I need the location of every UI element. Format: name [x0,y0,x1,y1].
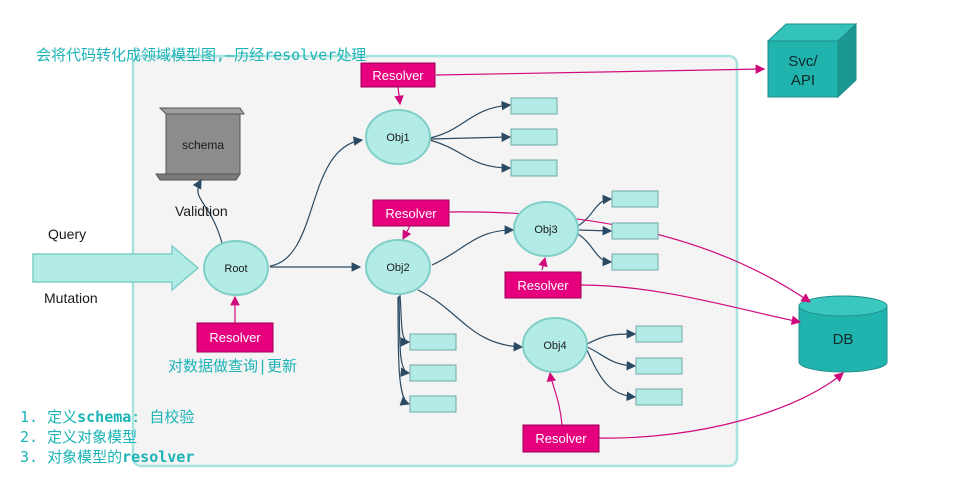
resolver-label: Resolver [517,278,569,293]
edge-obj1-f1 [429,100,512,139]
obj3-node [513,201,579,257]
step-1: 1. 定义schema: 自校验 [20,406,194,427]
resolver-box-root: Resolver [196,322,274,353]
resolver-label: Resolver [385,206,437,221]
edge-obj3-f2 [577,225,613,236]
header-caption: 会将代码转化成领域模型图,—历经resolver处理 [36,46,367,64]
mutation-label: Mutation [44,290,98,306]
field-box [510,128,558,146]
edge-obj1-f2 [429,132,512,143]
step-2: 2. 定义对象模型 [20,426,137,447]
db-label: DB [833,331,854,348]
edge-root-schema [192,178,223,244]
step-code: schema [77,408,132,426]
edge-obj2-f2 [398,295,411,377]
step-code: resolver [122,448,195,466]
obj1-label: Obj1 [386,132,409,144]
resolver-box-obj2: Resolver [372,199,450,227]
step-suffix: : 自校验 [131,408,195,426]
step-prefix: 定义对象模型 [47,428,138,446]
svc-api-node: Svc/ API [766,22,858,99]
edge-resolver1-obj1 [394,86,404,106]
schema-label: schema [182,138,224,152]
edge-obj4-f1 [586,329,637,345]
field-box [635,325,683,343]
field-box [409,395,457,413]
field-box [611,190,659,208]
field-box [635,357,683,375]
validation-label: Validtion [175,203,228,219]
obj3-label: Obj3 [534,224,557,236]
schema-scroll: schema [155,107,245,181]
resolver-label: Resolver [535,431,587,446]
edge-obj4-f2 [586,346,637,371]
field-box [611,253,659,271]
root-label: Root [224,263,247,275]
edge-obj2-obj4 [417,289,524,352]
obj2-node [365,239,431,295]
edge-obj3-f1 [577,194,613,227]
obj4-label: Obj4 [543,340,566,352]
root-node [203,240,269,296]
edge-resolver4-obj4 [546,371,563,426]
edge-resolver4-db [597,372,844,439]
query-label: Query [48,226,86,242]
step-number: 1. [20,408,39,426]
edge-resolver2-obj2 [402,225,412,241]
edge-resolver3-obj3 [538,256,548,271]
step-prefix: 定义 [47,408,78,426]
edge-obj4-f3 [586,349,637,402]
obj1-node [365,109,431,165]
field-box [510,159,558,177]
edge-obj1-f3 [429,139,512,173]
edge-obj2-obj3 [431,225,515,266]
resolver-box-obj4: Resolver [522,424,600,453]
input-arrow [32,244,200,292]
svc-api-label-line2: API [791,72,815,89]
svc-api-label-line1: Svc/ [788,53,818,70]
step-prefix: 对象模型的 [47,448,123,466]
edge-obj2-f3 [397,296,411,406]
edge-obj2-f1 [399,294,411,347]
field-box [510,97,558,115]
edge-resolver1-svc [435,64,766,76]
step-number: 2. [20,428,39,446]
obj2-label: Obj2 [386,262,409,274]
obj4-node [522,317,588,373]
resolver-label: Resolver [372,68,424,83]
edge-resolver3-db [579,284,802,326]
resolver-label: Resolver [209,330,261,345]
edge-root-obj1 [269,136,364,267]
crud-note: 对数据做查询|更新 [168,357,298,375]
step-number: 3. [20,448,39,466]
resolver-box-obj3: Resolver [504,271,582,299]
field-box [409,364,457,382]
edge-obj3-f3 [577,233,613,267]
field-box [611,222,659,240]
db-node: DB [798,295,888,373]
resolver-box-obj1: Resolver [360,62,436,88]
field-box [635,388,683,406]
field-box [409,333,457,351]
step-3: 3. 对象模型的resolver [20,446,194,467]
